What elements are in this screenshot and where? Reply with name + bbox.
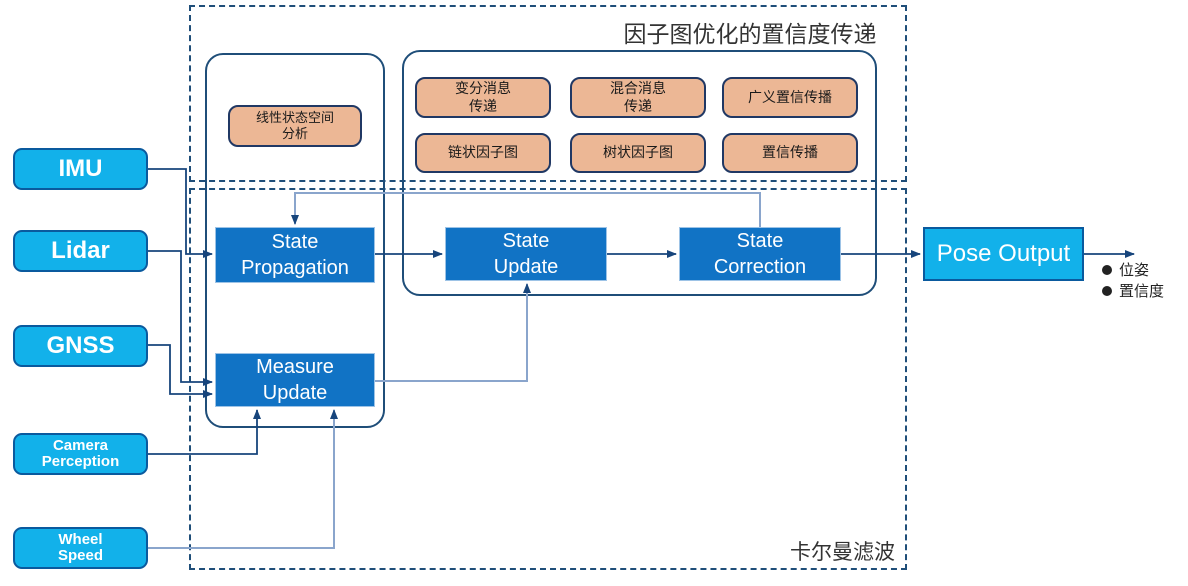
lidar-label: Lidar bbox=[51, 236, 110, 264]
linear-state-space-analysis-label: 线性状态空间 分析 bbox=[255, 109, 334, 141]
wheel-speed-node[interactable]: Wheel Speed bbox=[13, 527, 148, 569]
gnss-label: GNSS bbox=[46, 331, 115, 359]
kalman-filter-title: 卡尔曼滤波 bbox=[790, 541, 895, 564]
linear-state-space-analysis-node[interactable]: 线性状态空间 分析 bbox=[228, 105, 362, 147]
chain-factor-graph-node[interactable]: 链状因子图 bbox=[415, 133, 551, 173]
wheel-speed-label: Wheel Speed bbox=[57, 530, 103, 564]
list-item: 位姿 bbox=[1102, 259, 1164, 280]
pose-output-node[interactable]: Pose Output bbox=[923, 227, 1084, 281]
hybrid-message-passing-label: 混合消息 传递 bbox=[610, 80, 666, 114]
imu-node[interactable]: IMU bbox=[13, 148, 148, 190]
state-propagation-label: State Propagation bbox=[241, 231, 349, 279]
belief-propagation-container bbox=[402, 50, 877, 296]
factor-graph-title: 因子图优化的置信度传递 bbox=[623, 21, 877, 47]
measure-update-label: Measure Update bbox=[256, 356, 334, 404]
state-update-node[interactable]: State Update bbox=[445, 227, 607, 281]
gnss-node[interactable]: GNSS bbox=[13, 325, 148, 367]
pose-bullet-label: 位姿 bbox=[1119, 262, 1150, 279]
camera-perception-label: Camera Perception bbox=[41, 436, 120, 470]
state-correction-node[interactable]: State Correction bbox=[679, 227, 841, 281]
belief-propagation-label: 置信传播 bbox=[762, 144, 818, 161]
chain-factor-graph-label: 链状因子图 bbox=[448, 144, 518, 161]
variational-message-passing-label: 变分消息 传递 bbox=[455, 80, 511, 114]
generalized-belief-propagation-label: 广义置信传播 bbox=[748, 88, 832, 105]
lidar-node[interactable]: Lidar bbox=[13, 230, 148, 272]
belief-propagation-node[interactable]: 置信传播 bbox=[722, 133, 858, 173]
generalized-belief-propagation-node[interactable]: 广义置信传播 bbox=[722, 77, 858, 118]
hybrid-message-passing-node[interactable]: 混合消息 传递 bbox=[570, 77, 706, 118]
state-correction-label: State Correction bbox=[713, 230, 807, 278]
factor-graph-group-frame bbox=[189, 5, 907, 182]
camera-perception-node[interactable]: Camera Perception bbox=[13, 433, 148, 475]
tree-factor-graph-node[interactable]: 树状因子图 bbox=[570, 133, 706, 173]
tree-factor-graph-label: 树状因子图 bbox=[603, 144, 673, 161]
confidence-bullet-label: 置信度 bbox=[1119, 283, 1165, 300]
state-propagation-node[interactable]: State Propagation bbox=[215, 227, 375, 283]
list-item: 置信度 bbox=[1102, 280, 1164, 301]
state-update-label: State Update bbox=[493, 230, 559, 278]
pose-output-label: Pose Output bbox=[936, 240, 1071, 267]
measure-update-node[interactable]: Measure Update bbox=[215, 353, 375, 407]
imu-label: IMU bbox=[58, 154, 103, 182]
bullet-icon bbox=[1102, 264, 1112, 275]
variational-message-passing-node[interactable]: 变分消息 传递 bbox=[415, 77, 551, 118]
output-list: 位姿 置信度 bbox=[1102, 259, 1164, 301]
bullet-icon bbox=[1102, 285, 1112, 296]
